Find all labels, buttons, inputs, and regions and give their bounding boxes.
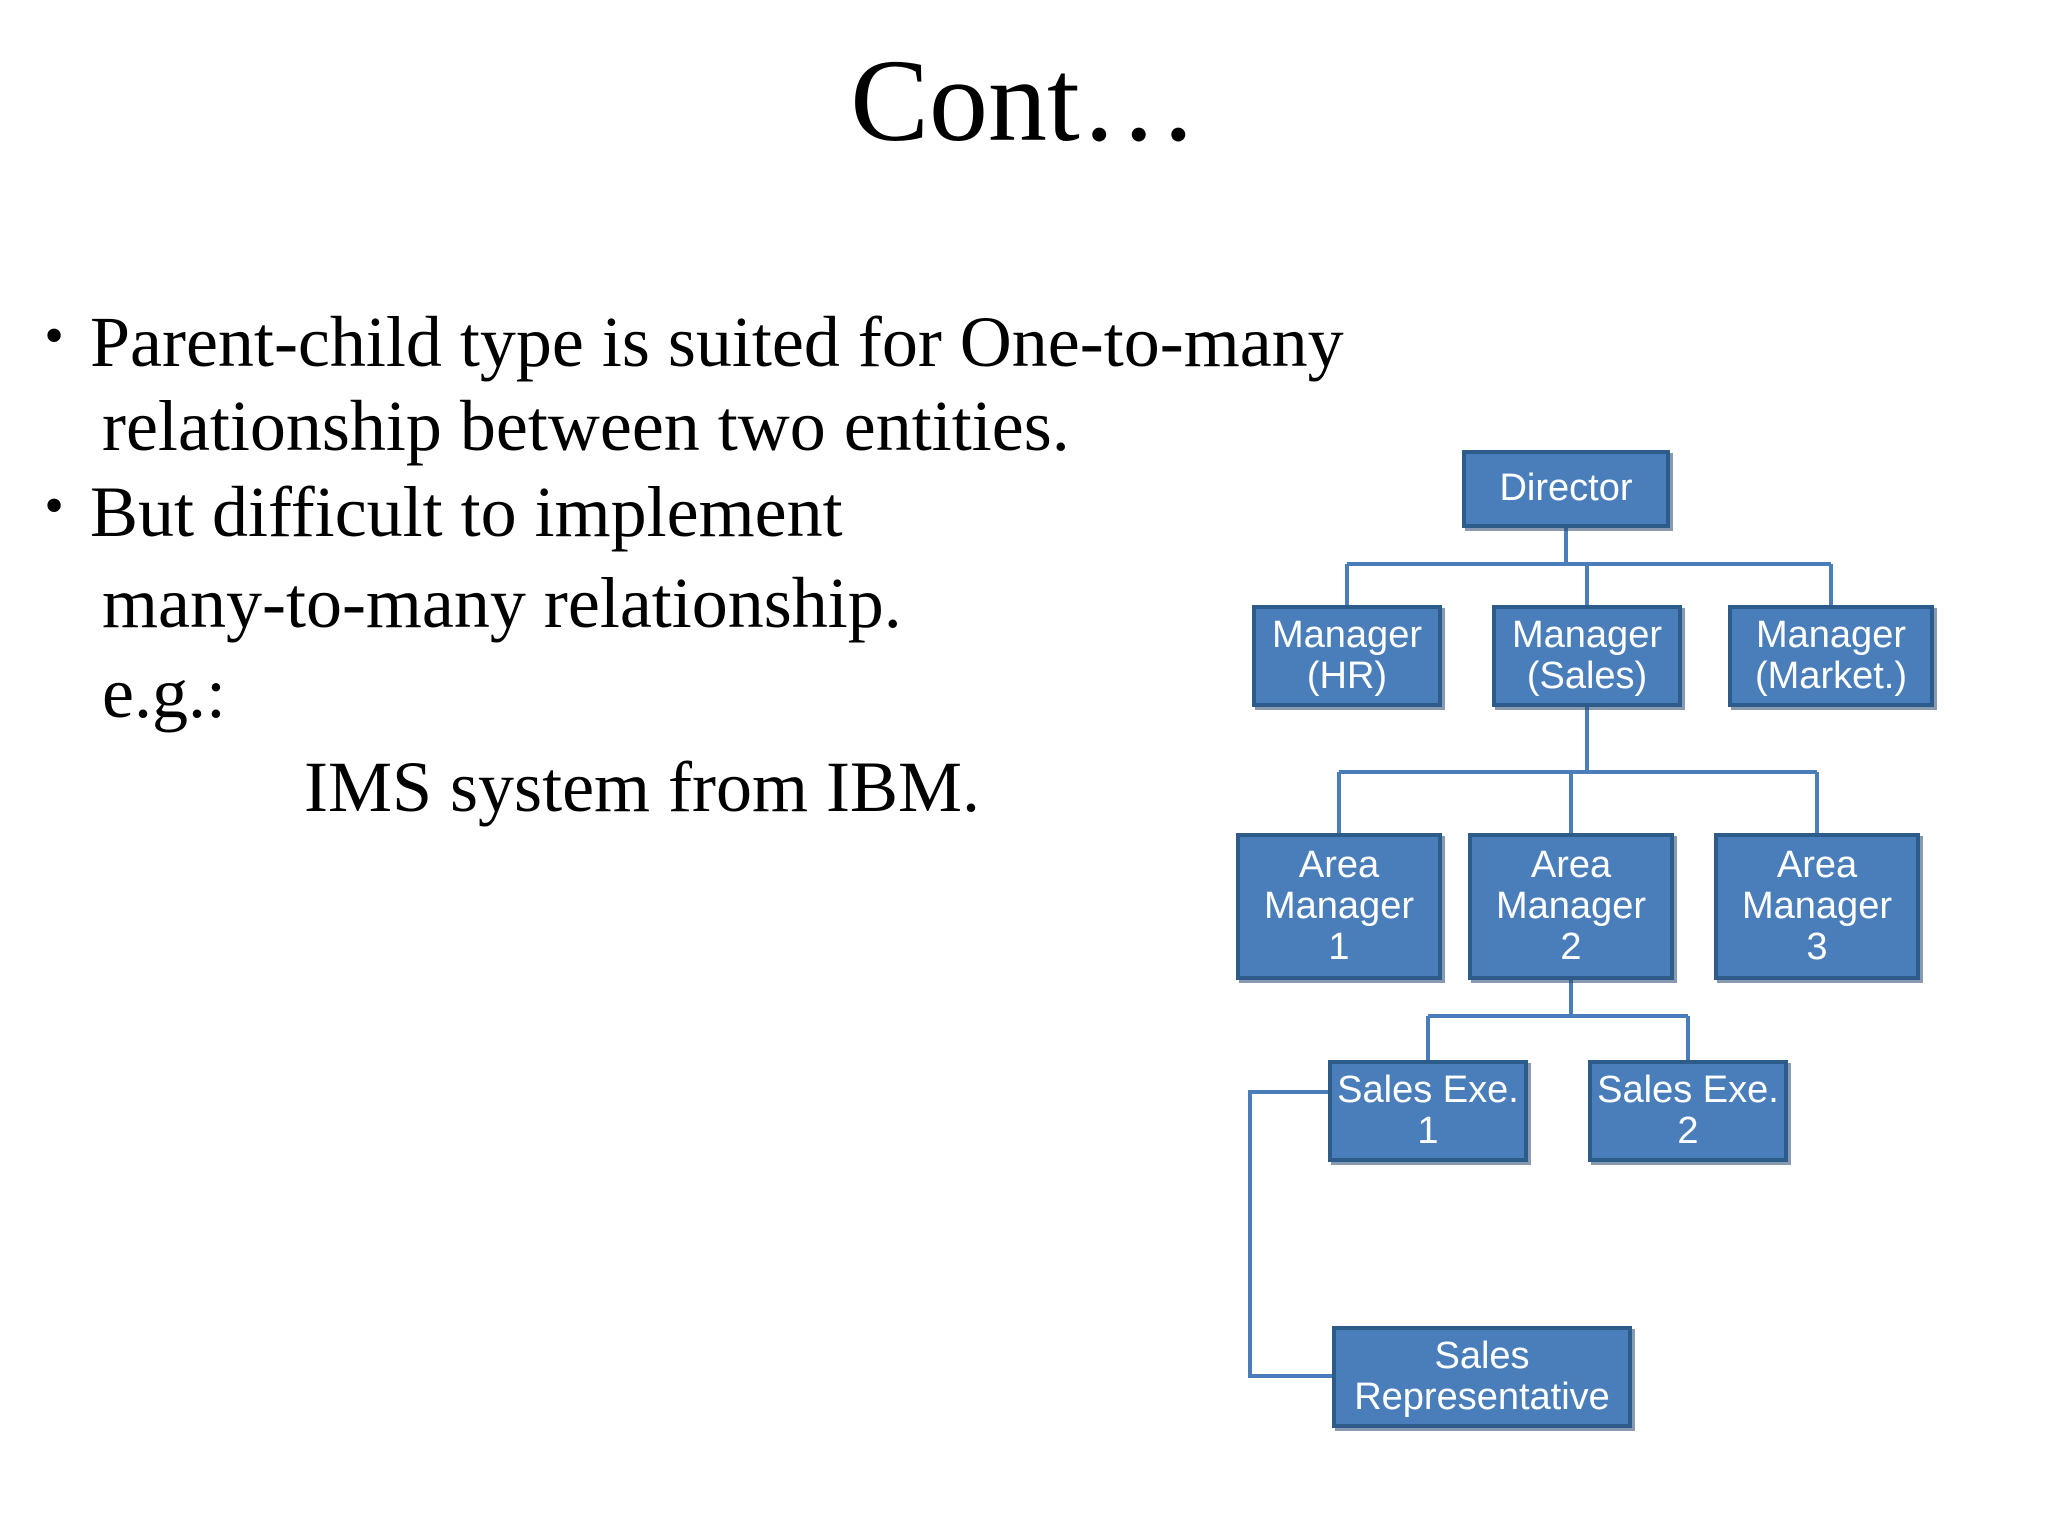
org-node-sales-exe-1-line-2: 1 [1417,1110,1439,1152]
bullet-item-2: • But difficult to implement [18,470,1318,554]
org-node-sales-representative[interactable]: Sales Representative [1332,1326,1632,1428]
bullet-item-1: • Parent-child type is suited for One-to… [18,300,1343,468]
org-node-area-manager-3-line-2: Manager [1742,884,1892,927]
org-node-director-line-1: Director [1499,467,1633,510]
org-node-area-manager-1-line-2: Manager [1264,884,1414,927]
org-node-area-manager-3-line-1: Area [1776,843,1858,886]
slide-body-text: • Parent-child type is suited for One-to… [18,300,1343,829]
bullet-item-2-continuation: many-to-many relationship. [102,562,902,643]
org-node-manager-market-line-2: (Market.) [1755,655,1907,697]
org-node-area-manager-2-line-2: Manager [1496,884,1646,927]
org-node-area-manager-1-line-1: Area [1298,843,1380,886]
org-node-sales-representative-line-2: Representative [1354,1376,1610,1418]
slide-title: Cont… [850,35,1198,166]
org-node-manager-hr-line-1: Manager [1272,613,1422,656]
bullet-item-1-line-1: Parent-child type is suited for One-to-m… [90,302,1344,382]
org-node-area-manager-1-line-3: 1 [1328,926,1350,969]
org-node-sales-exe-2-line-2: 2 [1677,1110,1699,1152]
org-chart-connectors [1248,528,1833,1378]
org-node-sales-exe-1-line-1: Sales Exe. [1337,1068,1519,1111]
connector-sales-exe-1-to-sales-rep [1248,1090,1332,1378]
org-node-area-manager-3-line-3: 3 [1806,926,1828,969]
org-node-area-manager-2-line-3: 2 [1560,926,1582,969]
org-node-sales-representative-line-1: Sales [1434,1334,1530,1377]
bullet-marker-icon: • [44,475,64,538]
org-node-sales-exe-2[interactable]: Sales Exe. 2 [1588,1060,1788,1162]
example-label: e.g.: [102,652,226,733]
bullet-item-2-text: But difficult to implement [90,470,1318,554]
bullet-marker-icon: • [44,305,64,367]
org-node-manager-hr[interactable]: Manager (HR) [1252,605,1442,707]
bullet-item-2-line-1: But difficult to implement [90,472,843,553]
org-node-manager-sales-line-2: (Sales) [1526,655,1648,697]
org-node-area-manager-1[interactable]: Area Manager 1 [1236,833,1442,980]
org-chart-diagram: Director Manager (HR) Manager (Sales) Ma… [1180,450,2048,1490]
org-node-manager-market[interactable]: Manager (Market.) [1728,605,1934,707]
example-value: IMS system from IBM. [304,747,981,828]
org-node-area-manager-3[interactable]: Area Manager 3 [1714,833,1920,980]
org-node-area-manager-2-line-1: Area [1530,843,1612,886]
org-node-sales-exe-2-line-1: Sales Exe. [1597,1068,1779,1111]
bullet-item-1-text: Parent-child type is suited for One-to-m… [90,300,1344,468]
org-node-sales-exe-1[interactable]: Sales Exe. 1 [1328,1060,1528,1162]
bullet-item-1-line-2: relationship between two entities. [102,386,1070,467]
org-node-manager-hr-line-2: (HR) [1306,655,1388,697]
org-node-manager-sales[interactable]: Manager (Sales) [1492,605,1682,707]
org-node-manager-market-line-1: Manager [1756,613,1906,656]
org-node-manager-sales-line-1: Manager [1512,613,1662,656]
org-node-director[interactable]: Director [1462,450,1670,528]
org-node-area-manager-2[interactable]: Area Manager 2 [1468,833,1674,980]
